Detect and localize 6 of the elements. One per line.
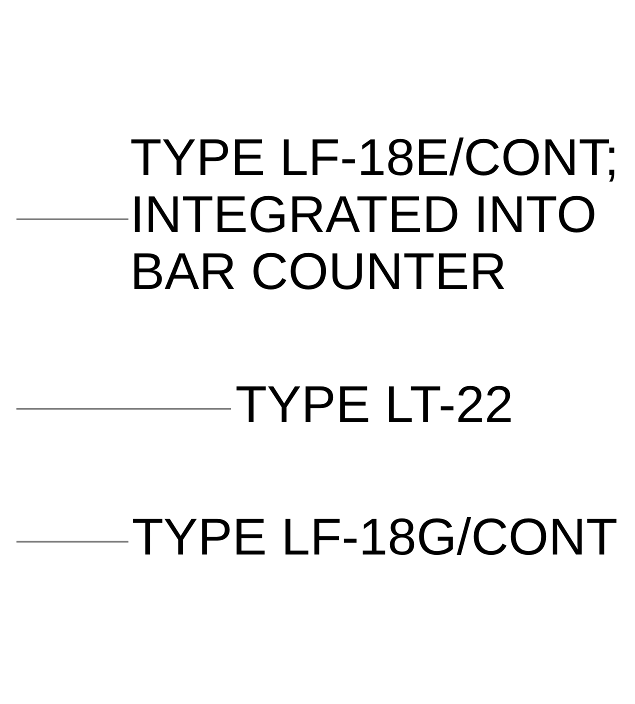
connector — [16, 218, 128, 220]
node-text: TYPE LF-18E/CONT; INTEGRATED INTO BAR COUNTER — [130, 128, 619, 300]
connector — [16, 408, 232, 410]
connector — [16, 540, 128, 543]
node-text: TYPE LF-18G/CONT — [132, 508, 618, 566]
node-text: TYPE LT-22 — [235, 374, 514, 433]
